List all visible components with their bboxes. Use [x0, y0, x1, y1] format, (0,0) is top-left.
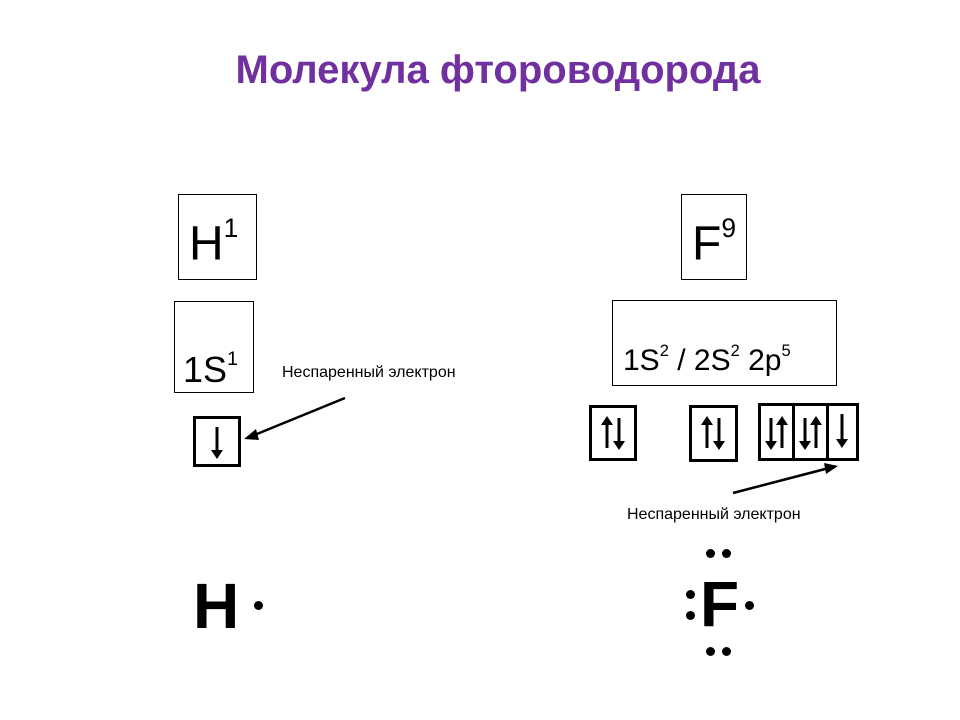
- up-down-arrows-icon: [701, 416, 725, 450]
- down-up-arrows-icon: [799, 416, 822, 450]
- fluorine-valence-dot: [745, 601, 754, 610]
- down-arrow-icon: [211, 427, 223, 459]
- fluorine-lewis-symbol: F: [700, 568, 740, 640]
- hydrogen-symbol-label: H1: [189, 215, 238, 268]
- fluorine-lone-pair-dot: [722, 549, 731, 558]
- fluorine-2p-orbital-cell-unpaired: [826, 403, 859, 461]
- hydrogen-config-base: 1S: [183, 348, 228, 390]
- fluorine-config-1s-sup: 2: [659, 342, 669, 360]
- fluorine-config-2s: / 2S: [668, 344, 731, 378]
- fluorine-config-label: 1S2 / 2S2 2p5: [623, 343, 791, 376]
- fluorine-config-2p: 2p: [739, 344, 782, 378]
- fluorine-2s-orbital-cell: [689, 405, 738, 462]
- hydrogen-element-box: H1: [178, 194, 257, 280]
- fluorine-config-2s-sup: 2: [730, 342, 740, 360]
- hydrogen-valence-dot: [254, 601, 263, 610]
- fluorine-config-1s: 1S: [623, 344, 660, 378]
- fluorine-2p-orbital-group: [758, 403, 859, 461]
- down-arrow-icon: [836, 414, 848, 448]
- fluorine-symbol-label: F9: [692, 215, 736, 268]
- hydrogen-symbol: H: [189, 217, 224, 271]
- hydrogen-lewis-symbol: H: [193, 570, 240, 642]
- hydrogen-unpaired-label: Неспаренный электрон: [282, 364, 456, 381]
- fluorine-lone-pair-dot: [686, 611, 695, 620]
- hydrogen-atomic-number: 1: [223, 213, 239, 243]
- fluorine-unpaired-label: Неспаренный электрон: [627, 506, 801, 523]
- fluorine-element-box: F9: [681, 194, 747, 280]
- page-title: Молекула фтороводорода: [235, 48, 761, 92]
- hydrogen-1s-orbital-cell: [193, 416, 241, 467]
- fluorine-lone-pair-dot: [686, 590, 695, 599]
- fluorine-lone-pair-dot: [706, 549, 715, 558]
- fluorine-lone-pair-dot: [706, 647, 715, 656]
- fluorine-atomic-number: 9: [721, 213, 737, 243]
- fluorine-symbol: F: [692, 217, 722, 271]
- hydrogen-config-box: 1S1: [174, 301, 254, 393]
- hydrogen-config-sup: 1: [227, 348, 239, 370]
- hydrogen-config-label: 1S1: [183, 348, 239, 390]
- fluorine-1s-orbital-cell: [589, 405, 637, 461]
- fluorine-config-box: 1S2 / 2S2 2p5: [612, 300, 837, 386]
- up-down-arrows-icon: [601, 416, 625, 450]
- fluorine-lone-pair-dot: [722, 647, 731, 656]
- down-up-arrows-icon: [765, 416, 788, 450]
- fluorine-config-2p-sup: 5: [781, 342, 791, 360]
